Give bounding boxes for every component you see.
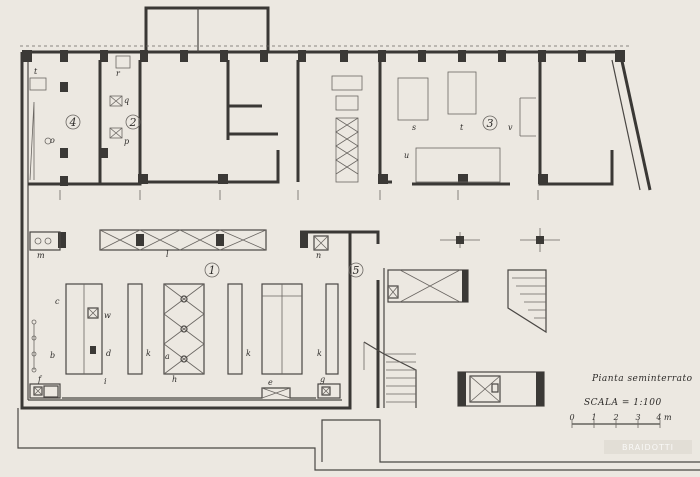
- watermark-backdrop: [604, 440, 692, 454]
- label-r: r: [116, 69, 121, 78]
- label-k: k: [146, 349, 151, 358]
- room-number-4: 4: [69, 116, 77, 129]
- label-s: s: [412, 123, 416, 132]
- slanted-wall-inner: [611, 59, 641, 191]
- title-block: Pianta seminterrato SCALA = 1:100 0 1 2 …: [569, 374, 692, 428]
- label-k: k: [246, 349, 251, 358]
- label-o: o: [50, 136, 55, 145]
- scale-tick-4: 4 m: [655, 413, 672, 422]
- label-c: c: [55, 297, 60, 306]
- dimension-lines: [20, 45, 630, 200]
- foundation-outline: [17, 408, 700, 471]
- room-number-5: 5: [353, 264, 360, 277]
- scale-tick-2: 2: [612, 413, 618, 422]
- top-rooms-walls: [138, 60, 614, 186]
- label-f: f: [37, 375, 43, 384]
- bottom-fixtures: [29, 383, 341, 399]
- scale-tick-1: 1: [591, 413, 596, 422]
- label-t: t: [460, 123, 464, 132]
- room-4-walls: [28, 60, 102, 186]
- north-annex: [144, 6, 270, 52]
- room-5-walls: [300, 228, 560, 408]
- label-i: i: [104, 377, 107, 386]
- slanted-wall: [618, 51, 652, 191]
- room-1-fixtures: [31, 283, 339, 375]
- room-number-3: 3: [487, 117, 494, 130]
- room-3-furniture: [397, 71, 536, 183]
- room-number-2: 2: [129, 116, 137, 129]
- label-h: h: [172, 375, 177, 384]
- label-g: g: [320, 375, 325, 384]
- label-b: b: [50, 351, 55, 360]
- room-numbers: 4 2 3 1 5: [65, 114, 498, 278]
- label-t: t: [34, 67, 38, 76]
- label-k: k: [317, 349, 322, 358]
- label-d: d: [106, 349, 111, 358]
- west-south-wall: [20, 52, 352, 410]
- label-e: e: [268, 378, 273, 387]
- scale-tick-3: 3: [635, 413, 640, 422]
- label-u: u: [404, 151, 409, 160]
- narrow-stair: [331, 75, 363, 183]
- label-q: q: [124, 96, 129, 105]
- label-v: v: [508, 123, 513, 132]
- room-number-1: 1: [209, 264, 216, 277]
- scale-tick-0: 0: [569, 413, 574, 422]
- label-l: l: [166, 250, 169, 259]
- middle-beam: [29, 229, 267, 251]
- label-m: m: [37, 251, 45, 260]
- watermark-text: BRAIDOTTI: [622, 443, 674, 452]
- watermark: BRAIDOTTI: [604, 440, 692, 454]
- label-n: n: [316, 251, 321, 260]
- foundation-outline-inner: [321, 419, 700, 463]
- scale-label: SCALA = 1:100: [584, 398, 662, 408]
- label-a: a: [165, 352, 170, 361]
- stairs-and-lifts: [363, 269, 547, 408]
- wall-columns: [22, 50, 625, 62]
- label-p: p: [124, 137, 129, 146]
- fixture-labels: a b c d e f g h i k k k l m n o p q r s …: [34, 67, 513, 387]
- label-w: w: [104, 311, 111, 320]
- drawing-title: Pianta seminterrato: [591, 374, 693, 384]
- outer-walls: [17, 6, 700, 471]
